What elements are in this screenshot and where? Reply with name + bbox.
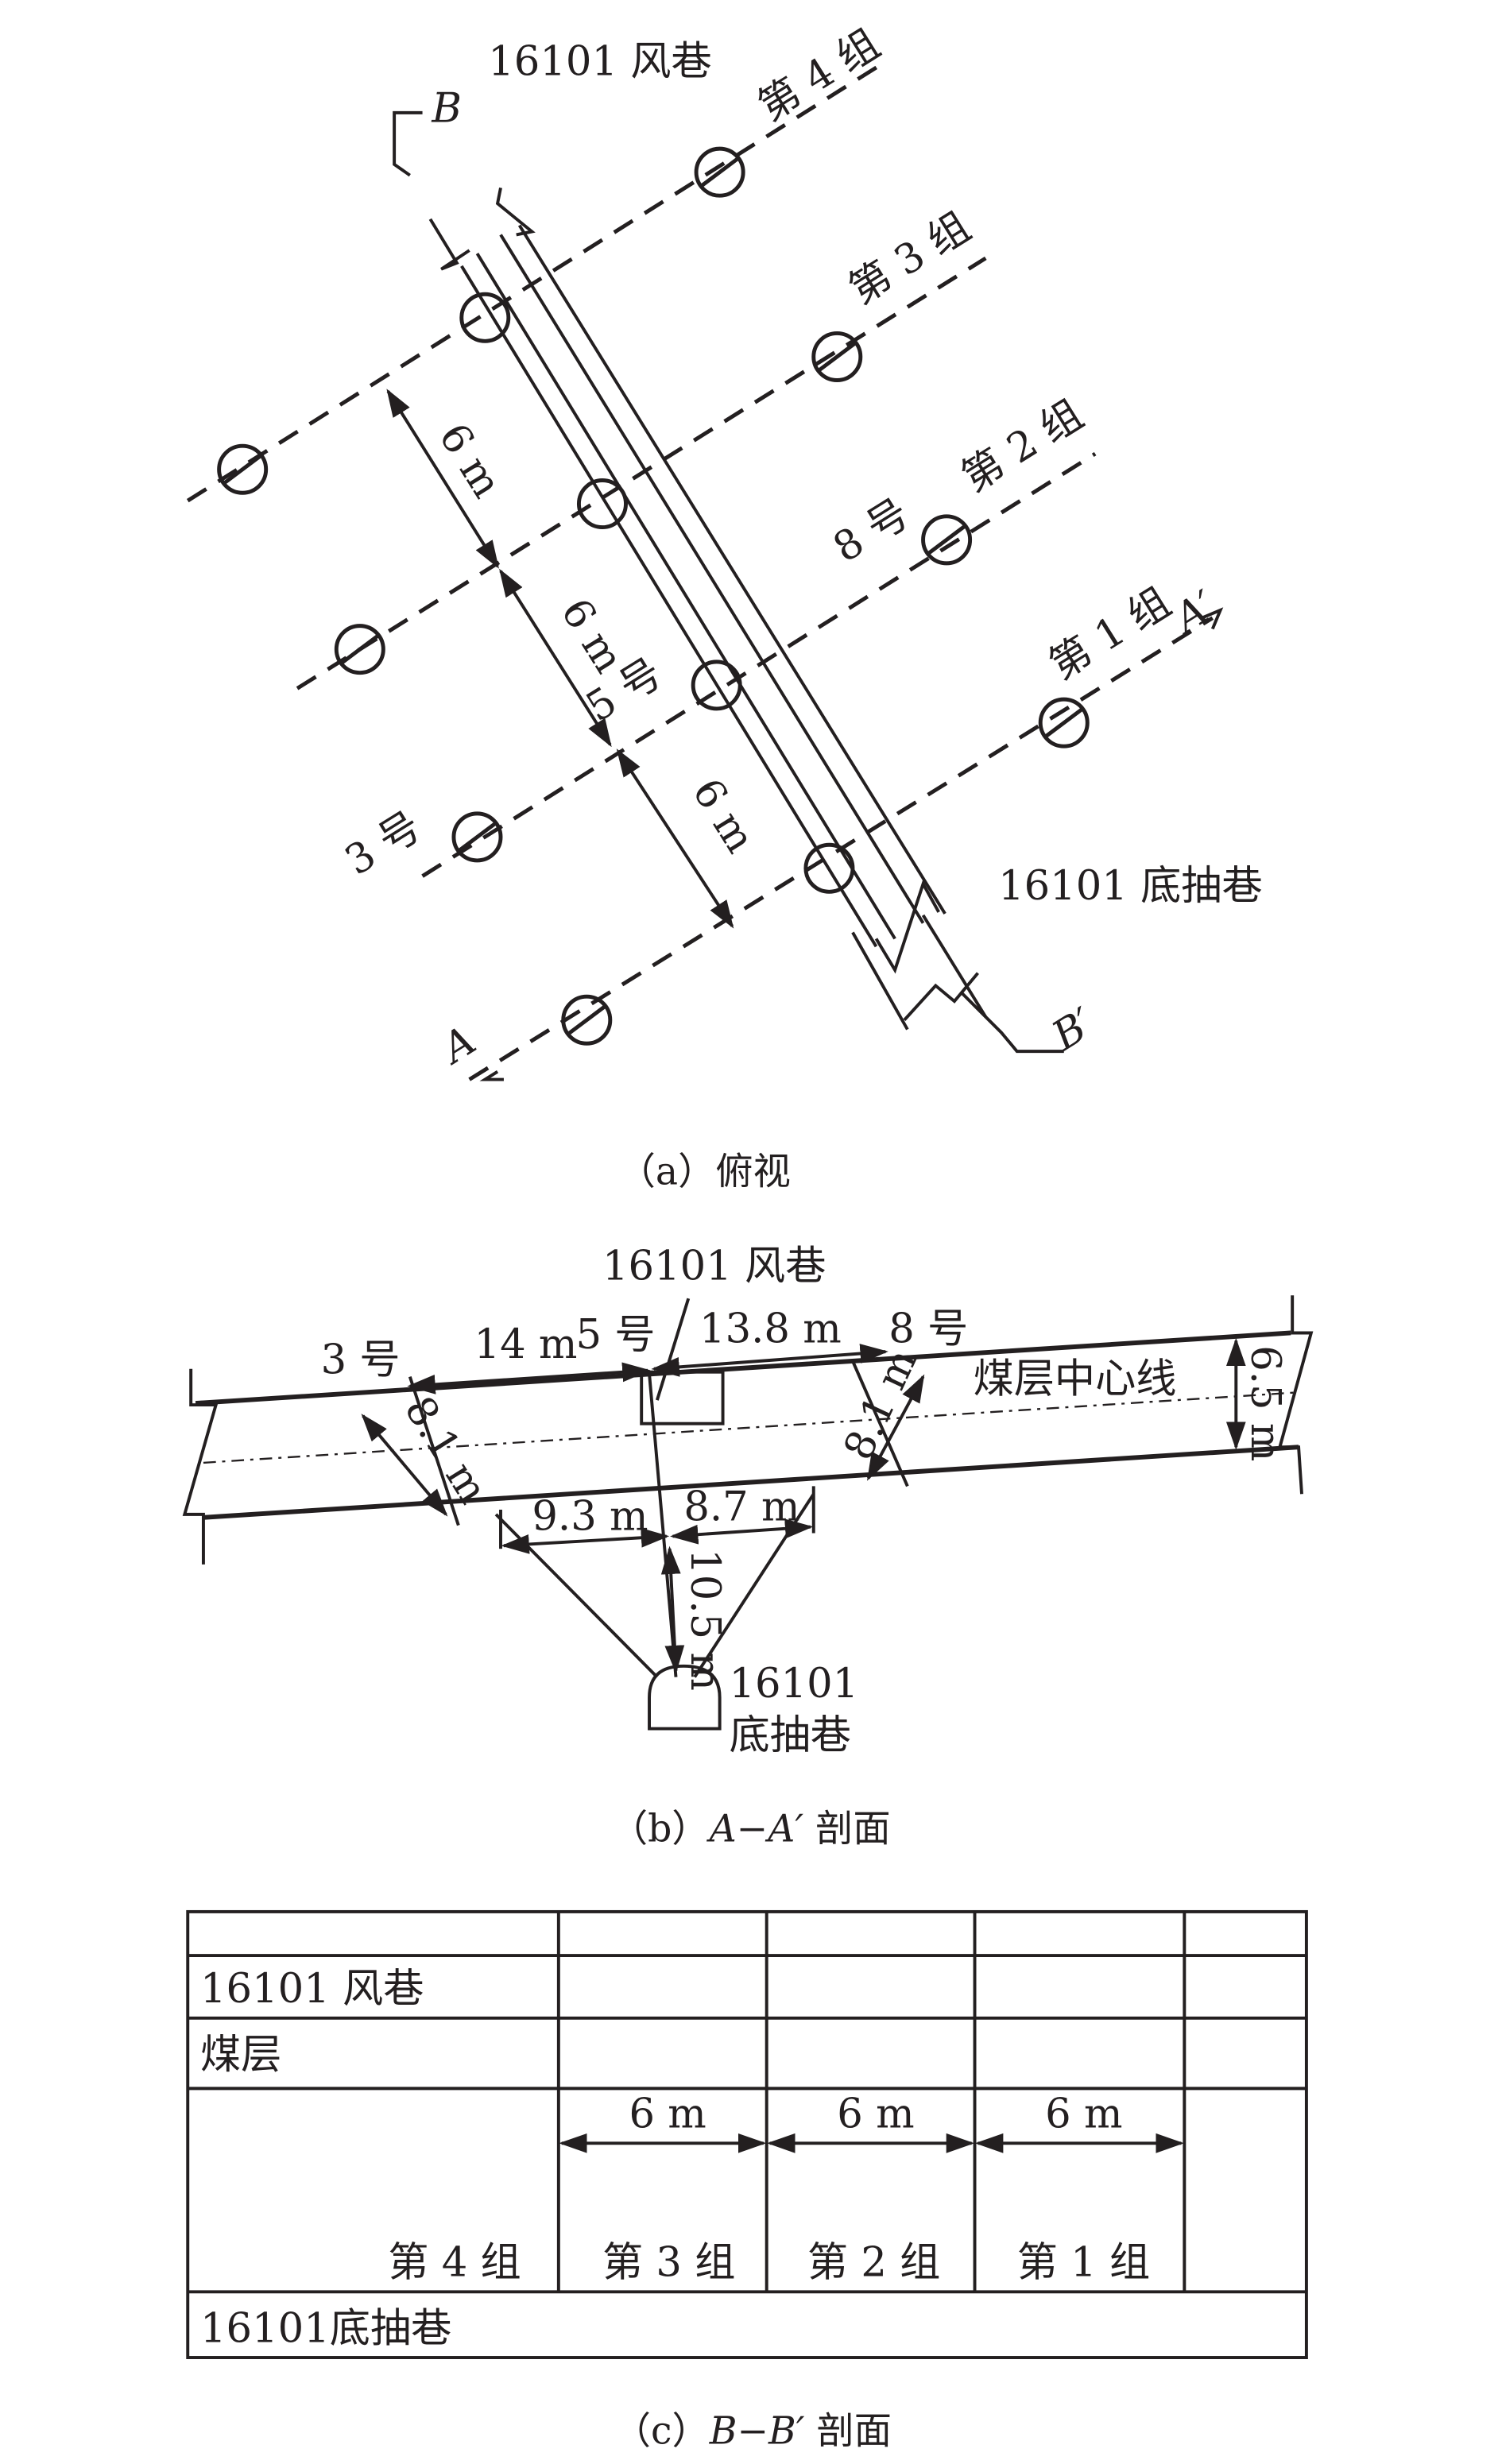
dim-left-perp: [361, 1414, 448, 1517]
seam-centerline: [203, 1391, 1299, 1464]
spacing-label: 6 m: [837, 2091, 914, 2138]
dim-14m: [407, 1362, 651, 1394]
section-a-prime-mark: [1201, 607, 1224, 630]
plan-view: 6 m 6 m 6 m 16101 风巷 16101 底抽巷 第 4 组 第 3…: [186, 20, 1263, 1193]
section-b-label: B: [431, 85, 462, 133]
section-aa: 16101 风巷 3 号 14 m 5 号 13.8 m 8 号 煤层中心线 6…: [182, 1243, 1314, 1851]
dim-10-5m-label: 10.5 m: [681, 1549, 729, 1691]
bottom-roadway-label: 16101 底抽巷: [998, 862, 1263, 910]
borehole: [803, 842, 855, 894]
dim-14m-label: 14 m: [474, 1321, 578, 1368]
section-b-mark: [393, 110, 423, 177]
group-1-label: 第 1 组: [1017, 2239, 1150, 2287]
borehole: [576, 478, 628, 530]
spacing-label: 6 m: [683, 770, 764, 861]
group-2-line: [421, 451, 1097, 878]
spacing-label: 6 m: [1045, 2091, 1122, 2138]
dim-13-8m-label: 13.8 m: [699, 1305, 842, 1352]
borehole: [217, 443, 269, 495]
left-break: [182, 1368, 219, 1565]
group-3-label: 第 3 组: [602, 2239, 735, 2287]
boreholes: [217, 146, 1090, 1046]
caption-b: （b）A−A′ 剖面: [610, 1807, 891, 1851]
hole-8-label: 8 号: [825, 489, 918, 572]
airway-label: 16101 风巷: [488, 38, 711, 86]
seam-centerline-label: 煤层中心线: [974, 1355, 1177, 1402]
hole-3-label: 3 号: [337, 803, 430, 885]
group-4-line: [186, 60, 885, 503]
caption-a: （a）俯视: [618, 1150, 791, 1193]
spacing-label: 6 m: [629, 2091, 706, 2138]
dim-10-5m: [660, 1545, 685, 1674]
borehole-5: [691, 660, 742, 711]
spacing-dimension: [616, 748, 734, 929]
section-a-label: A: [432, 1016, 485, 1074]
section-a-prime-label: A′: [1163, 582, 1225, 644]
borehole: [811, 331, 863, 382]
airway-leader: [655, 1298, 691, 1401]
dim-13-8m: [651, 1344, 888, 1377]
dim-8-7m-label: 8.7 m: [683, 1483, 799, 1531]
borehole: [694, 146, 745, 198]
roadway-label-2: 底抽巷: [729, 1712, 851, 1759]
hole-8-label: 8 号: [888, 1305, 968, 1352]
hole-3-label: 3 号: [321, 1336, 401, 1384]
spacing-label: 6 m: [429, 416, 510, 506]
group-4-label: 第 4 组: [388, 2239, 521, 2287]
airway-label: 16101 风巷: [602, 1243, 826, 1290]
borehole-8: [921, 514, 973, 566]
group-3-label: 第 3 组: [841, 203, 979, 314]
spacing-dimension: [499, 568, 612, 748]
dim-right-perp: [866, 1374, 925, 1481]
borehole: [334, 624, 385, 675]
caption-c: （c）B−B′ 剖面: [614, 2409, 892, 2453]
row-bottom-roadway-label: 16101底抽巷: [200, 2304, 451, 2352]
borehole: [459, 292, 511, 343]
roadway-label-1: 16101: [729, 1660, 858, 1708]
row-airway-label: 16101 风巷: [200, 1965, 424, 2013]
dim-8-7m: [670, 1518, 814, 1545]
group-3-line: [296, 256, 987, 690]
group-2-label: 第 2 组: [807, 2239, 940, 2287]
airway-tunnel: [428, 218, 896, 948]
group-1-label: 第 1 组: [1041, 578, 1179, 690]
borehole-5-ray: [648, 1373, 678, 1677]
spacing-dimension: [386, 389, 499, 569]
section-a-mark: [479, 1070, 504, 1081]
borehole-3: [451, 811, 503, 863]
borehole: [561, 994, 613, 1046]
dim-9-3m-label: 9.3 m: [532, 1493, 648, 1541]
group-2-label: 第 2 组: [954, 391, 1092, 502]
right-break: [1277, 1295, 1314, 1495]
seam-thickness-label: 6.5 m: [1241, 1345, 1289, 1461]
borehole: [1038, 697, 1090, 748]
bottom-roadway-tunnel: [495, 187, 1064, 1054]
section-bb: 16101 风巷 煤层 16101底抽巷 6 m 6 m 6 m 第 4 组 第…: [186, 1909, 1308, 2453]
row-seam-label: 煤层: [200, 2031, 281, 2079]
hole-5-label: 5 号: [576, 1311, 656, 1359]
dim-9-3m: [501, 1527, 670, 1554]
